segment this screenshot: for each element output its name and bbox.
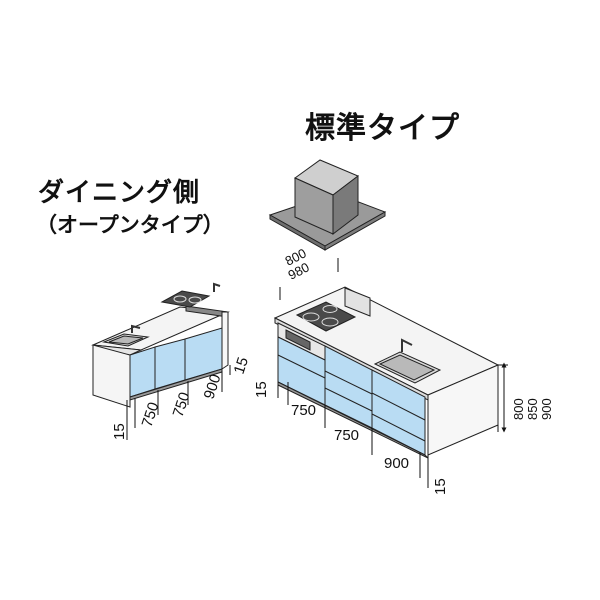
- open-type-subtitle: （オープンタイプ）: [36, 213, 224, 237]
- standard-kitchen: [273, 286, 500, 459]
- dining-750-second-label: 750: [170, 390, 194, 419]
- standard-type-title: 標準タイプ: [305, 111, 460, 146]
- dining-900-label: 900: [201, 372, 225, 401]
- standard-15-left-label: 15: [253, 381, 270, 398]
- standard-750-first-label: 750: [291, 402, 316, 419]
- standard-width-dimension-lines: [277, 362, 508, 488]
- hood-dimension-lines: [279, 258, 339, 300]
- dining-15-left-label: 15: [111, 423, 128, 440]
- range-hood: [268, 159, 387, 251]
- dining-15-right-label: 15: [231, 355, 252, 376]
- dining-750-first-label: 750: [139, 400, 163, 429]
- standard-900-label: 900: [384, 455, 409, 472]
- standard-750-second-label: 750: [334, 427, 359, 444]
- dining-kitchen: [91, 282, 230, 408]
- height-900-label: 900: [539, 398, 554, 420]
- standard-15-right-label: 15: [432, 478, 449, 495]
- dining-width-dimension-lines: [126, 365, 231, 440]
- height-850-label: 850: [525, 398, 540, 420]
- height-800-label: 800: [511, 398, 526, 420]
- dining-side-title: ダイニング側: [38, 178, 201, 208]
